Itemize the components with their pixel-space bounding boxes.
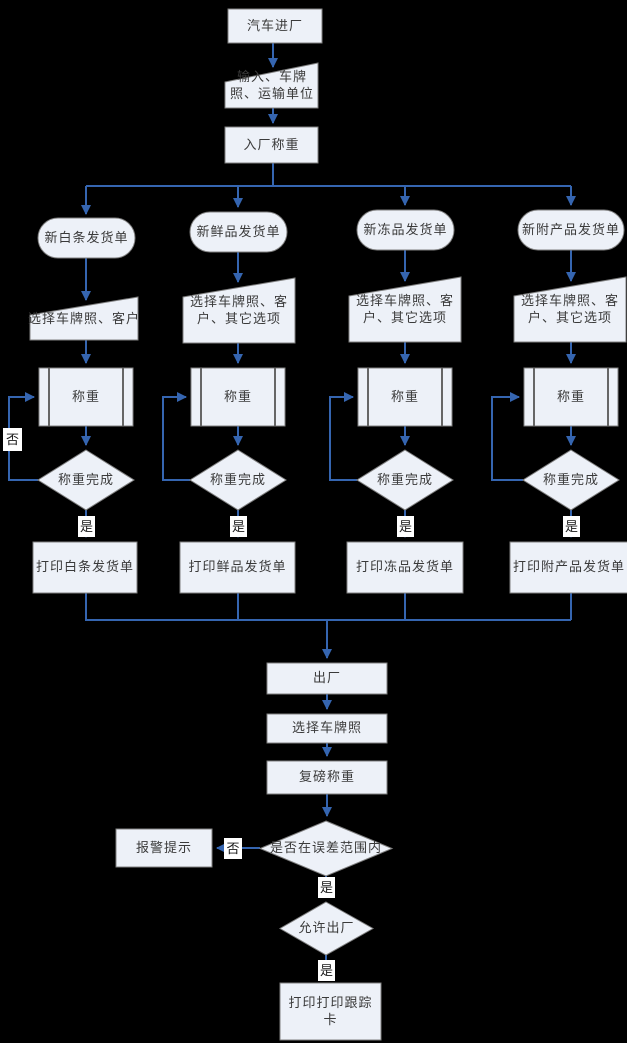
branch-1-print-box [179,541,296,594]
branch-3-print-box [509,541,627,594]
entry-weigh-node [224,126,319,164]
branch-0-select-trapezoid [29,296,139,341]
branch-2-print-box [346,541,464,594]
branch-1-weigh-box [190,367,286,427]
branch-2-stadium [356,209,455,251]
loop-b2-no [329,392,357,481]
branch-2-decision-diamond [356,449,454,511]
branch-0-no-tag: 否 [3,428,22,451]
branch-0-weigh-box [38,367,134,427]
print-card-node [279,982,382,1041]
tolerance-decision-diamond [258,820,394,877]
allow-yes-tag: 是 [318,960,335,981]
loop-b3-no [491,392,523,481]
branch-2-select-trapezoid [348,276,462,343]
branch-0-stadium [37,217,136,259]
loop-b1-no [162,392,190,481]
branch-1-stadium [189,211,288,253]
input-node [224,62,319,109]
branch-3-stadium [517,209,625,251]
tolerance-no-tag: 否 [224,838,242,859]
branch-2-weigh-box [357,367,453,427]
allow-exit-diamond [278,901,375,956]
reweigh-node [266,760,388,795]
branch-3-decision-diamond [522,449,620,511]
tolerance-yes-tag: 是 [318,877,335,898]
branch-3-weigh-box [523,367,619,427]
flow-shapes [29,8,627,1041]
branch-0-decision-diamond [37,449,135,511]
branch-1-select-trapezoid [182,277,296,344]
exit-node [266,662,388,695]
select-plate-node [266,713,388,744]
branch-3-yes-tag: 是 [563,516,580,537]
branch-2-yes-tag: 是 [397,516,414,537]
branch-3-select-trapezoid [513,276,627,343]
branch-1-decision-diamond [189,449,287,511]
branch-0-yes-tag: 是 [78,516,95,537]
branch-1-yes-tag: 是 [230,516,247,537]
alarm-node [115,828,213,868]
start-node [227,8,323,44]
branch-0-print-box [32,541,138,594]
